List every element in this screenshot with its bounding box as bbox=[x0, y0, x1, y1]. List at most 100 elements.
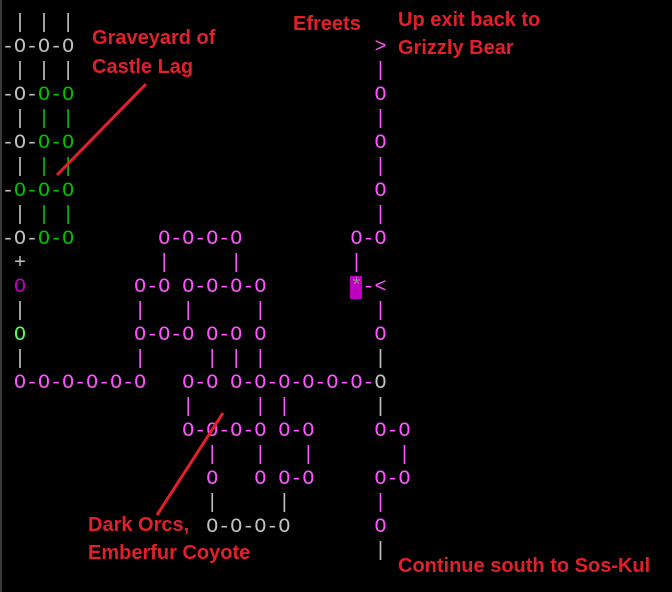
map-row: | | | | bbox=[2, 156, 411, 180]
map-room: O bbox=[14, 276, 27, 299]
map-connector: | bbox=[62, 60, 75, 83]
map-connector: | bbox=[374, 348, 387, 371]
map-row: | | | | bbox=[2, 444, 411, 468]
map-connector: | bbox=[350, 252, 363, 275]
map-connector: | bbox=[62, 204, 75, 227]
ascii-area-map: | | |-O-O-O > | | | |-O-O-O O | | | |-O-… bbox=[2, 12, 411, 564]
map-room: O bbox=[38, 180, 51, 203]
map-connector: | bbox=[14, 300, 27, 323]
map-room: O bbox=[62, 36, 75, 59]
map-exit-marker: > bbox=[374, 36, 387, 59]
map-room: O bbox=[14, 36, 27, 59]
map-row: O O-O O-O-O-O *-< bbox=[2, 276, 411, 300]
map-connector: | bbox=[14, 204, 27, 227]
orcs-pointer-line bbox=[155, 412, 225, 516]
map-room: O bbox=[326, 372, 339, 395]
orcs-label-line2: Emberfur Coyote bbox=[88, 542, 251, 564]
map-connector: - bbox=[218, 420, 231, 443]
map-connector: | bbox=[254, 444, 267, 467]
map-row: O-O-O-O O bbox=[2, 516, 411, 540]
map-connector: | bbox=[374, 204, 387, 227]
map-row: | | | | bbox=[2, 396, 411, 420]
map-room: O bbox=[302, 468, 315, 491]
map-connector: - bbox=[194, 420, 207, 443]
map-room: O bbox=[206, 276, 219, 299]
map-connector: | bbox=[374, 492, 387, 515]
map-connector: - bbox=[218, 228, 231, 251]
map-room: O bbox=[350, 372, 363, 395]
map-connector: - bbox=[50, 372, 63, 395]
map-connector: | bbox=[38, 204, 51, 227]
map-room: O bbox=[38, 372, 51, 395]
map-connector: | bbox=[134, 300, 147, 323]
map-connector: - bbox=[362, 276, 375, 299]
map-row: | | | | | bbox=[2, 300, 411, 324]
map-row: | | | | bbox=[2, 204, 411, 228]
map-room: O bbox=[14, 324, 27, 347]
map-connector: | bbox=[182, 300, 195, 323]
map-row: -O-O-O O bbox=[2, 132, 411, 156]
map-connector: - bbox=[122, 372, 135, 395]
map-row: O-O-O-O O-O O-O bbox=[2, 420, 410, 444]
efreets-label: Efreets bbox=[293, 13, 361, 35]
map-room: O bbox=[278, 468, 291, 491]
map-room: O bbox=[14, 228, 27, 251]
map-room: O bbox=[182, 372, 195, 395]
map-connector: - bbox=[194, 228, 207, 251]
map-connector: | bbox=[14, 108, 27, 131]
map-room: O bbox=[206, 372, 219, 395]
current-position-marker: * bbox=[350, 276, 363, 299]
map-connector: | bbox=[38, 12, 51, 35]
map-room: O bbox=[350, 228, 363, 251]
map-connector: - bbox=[386, 420, 399, 443]
graveyard-label-line2: Castle Lag bbox=[92, 56, 194, 78]
map-room: O bbox=[398, 468, 411, 491]
map-row: | bbox=[2, 540, 411, 564]
map-connector: - bbox=[242, 276, 255, 299]
map-connector: - bbox=[98, 372, 111, 395]
map-room: O bbox=[374, 420, 387, 443]
map-connector: - bbox=[26, 36, 39, 59]
map-connector: | bbox=[374, 156, 387, 179]
map-connector: - bbox=[338, 372, 351, 395]
map-connector: - bbox=[362, 372, 375, 395]
map-room: O bbox=[134, 372, 147, 395]
map-connector: | bbox=[398, 444, 411, 467]
map-room: O bbox=[254, 468, 267, 491]
map-connector: | bbox=[254, 348, 267, 371]
map-room: O bbox=[62, 228, 75, 251]
map-connector: - bbox=[170, 324, 183, 347]
map-row: | | | | | | bbox=[2, 348, 411, 372]
map-room: O bbox=[158, 228, 171, 251]
map-room: O bbox=[38, 36, 51, 59]
map-row: | | | bbox=[2, 12, 411, 36]
map-room: O bbox=[374, 324, 387, 347]
map-room: O bbox=[62, 372, 75, 395]
map-room: O bbox=[14, 180, 27, 203]
map-connector: - bbox=[26, 228, 39, 251]
map-room: O bbox=[86, 372, 99, 395]
map-connector: - bbox=[266, 516, 279, 539]
map-connector: - bbox=[50, 36, 63, 59]
map-room: O bbox=[302, 420, 315, 443]
map-room: O bbox=[14, 132, 27, 155]
up-exit-label-line1: Up exit back to bbox=[398, 9, 541, 31]
map-connector: - bbox=[50, 180, 63, 203]
map-connector: - bbox=[146, 276, 159, 299]
map-connector: - bbox=[290, 372, 303, 395]
map-connector: - bbox=[218, 516, 231, 539]
map-connector: | bbox=[302, 444, 315, 467]
map-room: O bbox=[254, 516, 267, 539]
map-connector: | bbox=[374, 300, 387, 323]
map-connector: | bbox=[374, 396, 387, 419]
map-room: O bbox=[206, 228, 219, 251]
map-row: -O-O-O > bbox=[2, 36, 411, 60]
map-connector: - bbox=[314, 372, 327, 395]
map-connector: - bbox=[26, 84, 39, 107]
map-connector: - bbox=[290, 468, 303, 491]
map-connector: - bbox=[386, 468, 399, 491]
map-connector: + bbox=[14, 252, 27, 275]
map-connector: | bbox=[14, 348, 27, 371]
map-room: O bbox=[134, 276, 147, 299]
map-connector: | bbox=[230, 252, 243, 275]
